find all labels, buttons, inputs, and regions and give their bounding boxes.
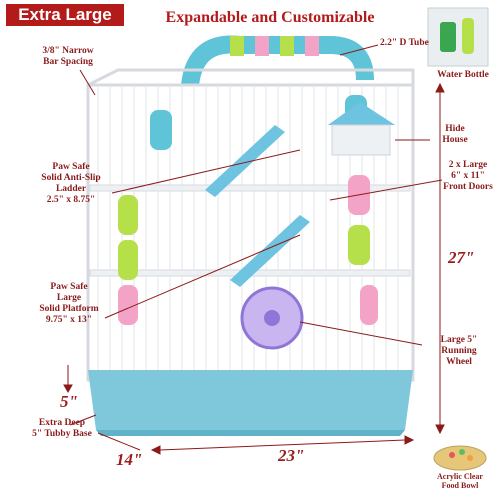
bar-spacing-label: 3/8" Narrow Bar Spacing	[42, 46, 94, 67]
depth-dimension: 14"	[116, 450, 143, 469]
platform-label: Paw Safe Large Solid Platform 9.75" x 13…	[39, 282, 99, 325]
height-dimension: 27"	[448, 248, 475, 267]
width-dimension: 23"	[278, 446, 305, 465]
ladder-label: Paw Safe Solid Anti-Slip Ladder 2.5" x 8…	[41, 162, 101, 205]
base-tray-icon	[88, 370, 413, 436]
water-bottle-icon	[427, 7, 489, 67]
running-wheel-icon	[240, 286, 304, 350]
d-tube-label: 2.2" D Tube	[380, 38, 429, 48]
wheel-label: Large 5" Running Wheel	[440, 335, 478, 367]
base-label: Extra Deep 5" Tubby Base	[32, 418, 92, 439]
hide-house-icon	[328, 102, 395, 156]
food-bowl-label: Acrylic Clear Food Bowl	[437, 472, 483, 490]
base-height-dimension: 5"	[60, 392, 78, 411]
front-doors-label: 2 x Large 6" x 11" Front Doors	[443, 160, 493, 192]
product-subtitle: Expandable and Customizable	[165, 9, 375, 26]
callout-lines	[69, 44, 443, 426]
water-bottle-label: Water Bottle	[437, 70, 489, 80]
ladder-icon	[205, 125, 310, 287]
top-tube-icon	[181, 35, 374, 87]
product-title: Extra Large	[6, 4, 124, 26]
food-bowl-icon	[433, 445, 487, 471]
dimension-arrows	[63, 82, 445, 455]
hide-house-label: Hide House	[442, 124, 468, 145]
